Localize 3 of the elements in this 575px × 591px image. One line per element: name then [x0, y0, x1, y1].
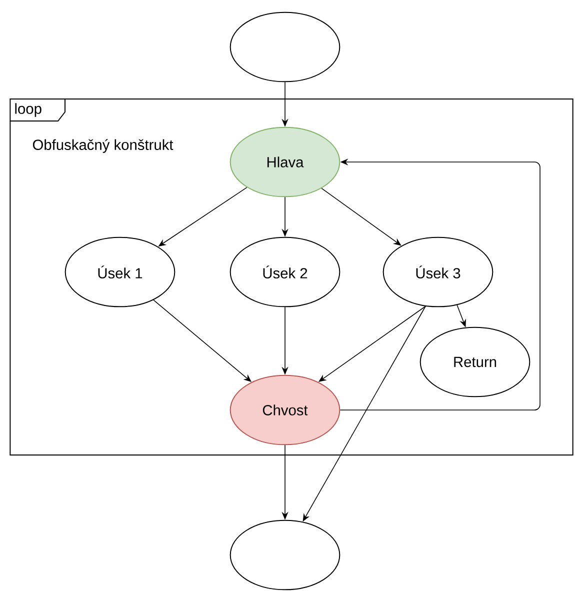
empty-ellipse: [230, 12, 340, 82]
empty-ellipse: [230, 520, 340, 590]
frame-title: Obfuskačný konštrukt: [32, 139, 174, 153]
